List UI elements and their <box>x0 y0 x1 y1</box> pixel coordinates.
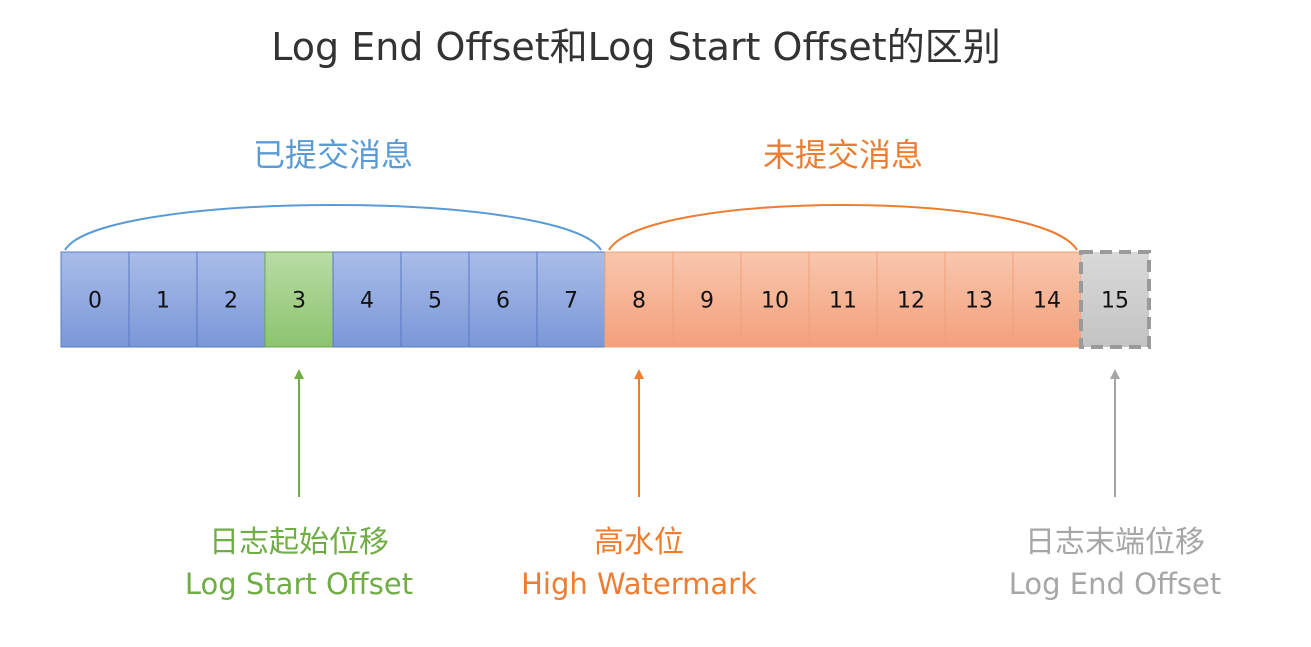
arrow-up-icon <box>634 369 644 379</box>
offset-cell-9 <box>672 251 742 348</box>
committed-messages-label: 已提交消息 <box>253 136 413 174</box>
offset-cell-label: 3 <box>292 289 306 314</box>
offset-cell-12 <box>876 251 946 348</box>
offset-cell-7 <box>536 251 606 348</box>
offset-cell-label: 14 <box>1033 289 1061 314</box>
offset-cell-label: 15 <box>1101 289 1129 314</box>
offset-cell-2 <box>196 251 266 348</box>
offset-cell-label: 11 <box>829 289 857 314</box>
offset-cell-label: 13 <box>965 289 993 314</box>
offset-cell-13 <box>944 251 1014 348</box>
marker-label-cn: 日志起始位移 <box>209 525 389 560</box>
offset-markers: 日志起始位移 Log Start Offset 高水位 High Watermark 日… <box>185 369 1221 601</box>
uncommitted-brace <box>608 204 1078 251</box>
offset-cell-6 <box>468 251 538 348</box>
offset-cell-label: 7 <box>564 289 578 314</box>
offset-cell-0 <box>60 251 130 348</box>
arrow-up-icon <box>294 369 304 379</box>
marker-label-en: Log End Offset <box>1009 567 1221 601</box>
offset-cell-label: 12 <box>897 289 925 314</box>
committed-brace <box>64 204 602 251</box>
arrow-up-icon <box>1110 369 1120 379</box>
marker-label-en: High Watermark <box>521 567 757 601</box>
offset-cell-15 <box>1079 250 1151 349</box>
offset-cell-label: 8 <box>632 289 646 314</box>
offset-cell-4 <box>332 251 402 348</box>
offset-cell-label: 5 <box>428 289 442 314</box>
offset-cell-label: 4 <box>360 289 374 314</box>
offset-cell-label: 10 <box>761 289 789 314</box>
offset-cell-label: 9 <box>700 289 714 314</box>
offset-cell-1 <box>128 251 198 348</box>
diagram-title: Log End Offset和Log Start Offset的区别 <box>271 25 1000 69</box>
offset-cell-11 <box>808 251 878 348</box>
offset-cell-3 <box>264 251 334 348</box>
marker-label-cn: 日志末端位移 <box>1025 525 1205 560</box>
offset-cell-label: 6 <box>496 289 510 314</box>
offset-cell-label: 2 <box>224 289 238 314</box>
offset-cell-label: 0 <box>88 289 102 314</box>
marker-label-cn: 高水位 <box>594 525 684 560</box>
uncommitted-messages-label: 未提交消息 <box>763 136 923 174</box>
offset-cell-label: 1 <box>156 289 170 314</box>
offset-cell-5 <box>400 251 470 348</box>
marker-label-en: Log Start Offset <box>185 567 413 601</box>
offset-cell-8 <box>604 251 674 348</box>
